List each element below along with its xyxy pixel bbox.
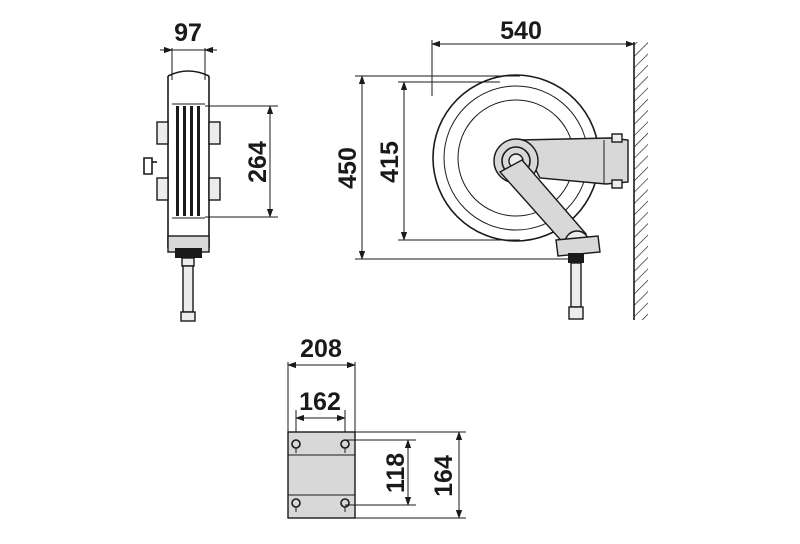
dimension-bracket-outer-width: 208 [287, 335, 356, 432]
bracket-outer-width-label: 208 [300, 335, 342, 363]
bracket-view: 208 162 [287, 335, 466, 519]
dimension-front-inner-height: 415 [376, 81, 520, 241]
bracket-inner-height-label: 118 [382, 453, 410, 493]
front-outer-height-label: 450 [334, 147, 362, 189]
mounting-hole-icon [291, 498, 301, 512]
front-inner-height-label: 415 [376, 141, 404, 183]
dimension-front-width: 540 [431, 17, 635, 96]
wall-mount [633, 42, 648, 320]
side-width-label: 97 [174, 19, 202, 47]
front-width-label: 540 [500, 17, 542, 45]
dimension-side-height: 264 [205, 105, 278, 218]
reel-drum [432, 74, 629, 320]
dimension-bracket-outer-height: 164 [355, 431, 466, 519]
mounting-plate [287, 431, 356, 519]
front-view: 540 [334, 17, 648, 320]
mounting-hole-icon [291, 439, 301, 453]
side-view: 97 [143, 19, 278, 322]
dimension-front-outer-height: 450 [334, 75, 570, 260]
dimension-bracket-inner-height: 118 [345, 439, 416, 506]
side-height-label: 264 [244, 141, 272, 183]
dimension-side-width: 97 [160, 19, 217, 80]
dimension-bracket-inner-width: 162 [295, 388, 346, 432]
side-reel-body [143, 70, 221, 322]
bracket-outer-height-label: 164 [430, 455, 458, 497]
bracket-inner-width-label: 162 [299, 388, 341, 416]
mounting-hole-icon [340, 498, 350, 512]
